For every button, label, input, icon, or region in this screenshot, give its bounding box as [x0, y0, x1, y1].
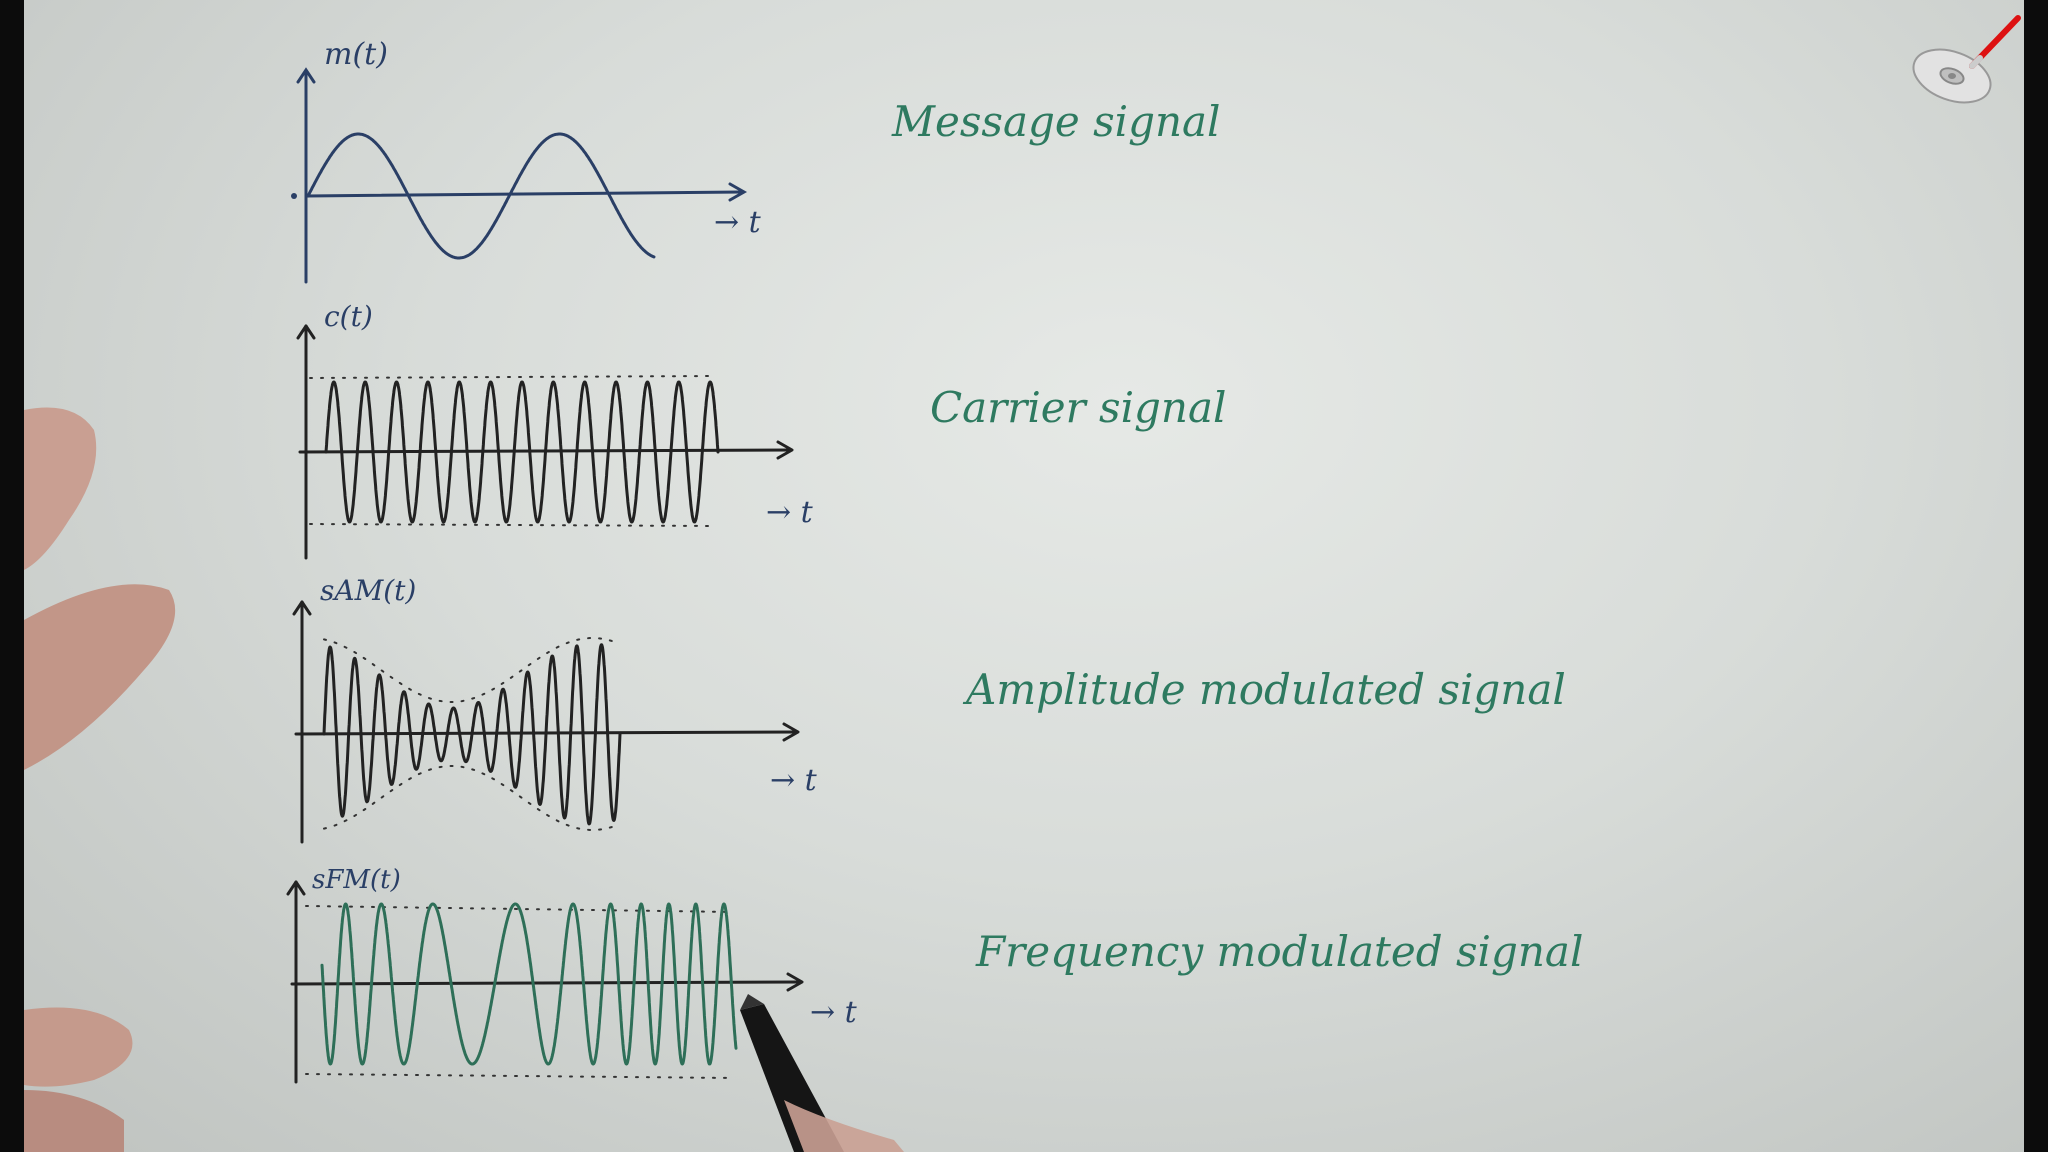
am-t-arrow	[782, 722, 800, 742]
carrier-time-label: → t	[766, 495, 814, 530]
carrier-bottom-bound	[309, 523, 715, 527]
message-waveform	[306, 132, 656, 260]
message-time-label: → t	[714, 205, 762, 240]
whiteboard-paper: m(t) → t Message signal c(t) → t Carrier…	[24, 0, 2024, 1152]
carrier-top-bound	[309, 375, 715, 379]
carrier-t-arrow	[776, 440, 794, 460]
message-axis-label: m(t)	[324, 37, 388, 72]
hand-fingers	[24, 407, 176, 1152]
drawing-canvas: m(t) → t Message signal c(t) → t Carrier…	[24, 15, 2021, 1152]
am-time-label: → t	[770, 763, 818, 798]
fm-y-arrow	[286, 880, 306, 896]
carrier-caption: Carrier signal	[930, 383, 1226, 432]
am-waveform	[322, 643, 622, 826]
fm-caption: Frequency modulated signal	[975, 927, 1583, 976]
fm-waveform	[320, 902, 738, 1066]
message-caption: Message signal	[891, 97, 1221, 146]
panel-fm: sFM(t) → t Frequency modulated signal	[286, 865, 1583, 1084]
message-y-arrow	[296, 67, 316, 84]
fm-t-arrow	[786, 972, 804, 992]
am-envelope-bottom	[323, 765, 621, 831]
am-caption: Amplitude modulated signal	[962, 665, 1566, 714]
fm-bottom-bound	[305, 1073, 735, 1079]
carrier-waveform	[324, 380, 720, 524]
panel-carrier: c(t) → t Carrier signal	[296, 300, 1226, 560]
carrier-y-arrow	[296, 324, 316, 340]
disc-with-pen-icon	[1912, 15, 2021, 104]
panel-am: sAM(t) → t Amplitude modulated signal	[292, 574, 1566, 844]
fm-t-axis	[290, 980, 802, 986]
fm-time-label: → t	[810, 995, 858, 1030]
message-t-arrow	[728, 182, 748, 202]
am-envelope-top	[323, 637, 621, 703]
fm-axis-label: sFM(t)	[312, 865, 401, 895]
origin-dot	[291, 193, 297, 199]
panel-message: m(t) → t Message signal	[291, 37, 1221, 284]
message-t-axis	[304, 190, 744, 198]
carrier-axis-label: c(t)	[324, 300, 373, 333]
am-y-arrow	[292, 600, 312, 616]
am-axis-label: sAM(t)	[320, 574, 416, 607]
marker-pen-icon	[740, 994, 904, 1152]
